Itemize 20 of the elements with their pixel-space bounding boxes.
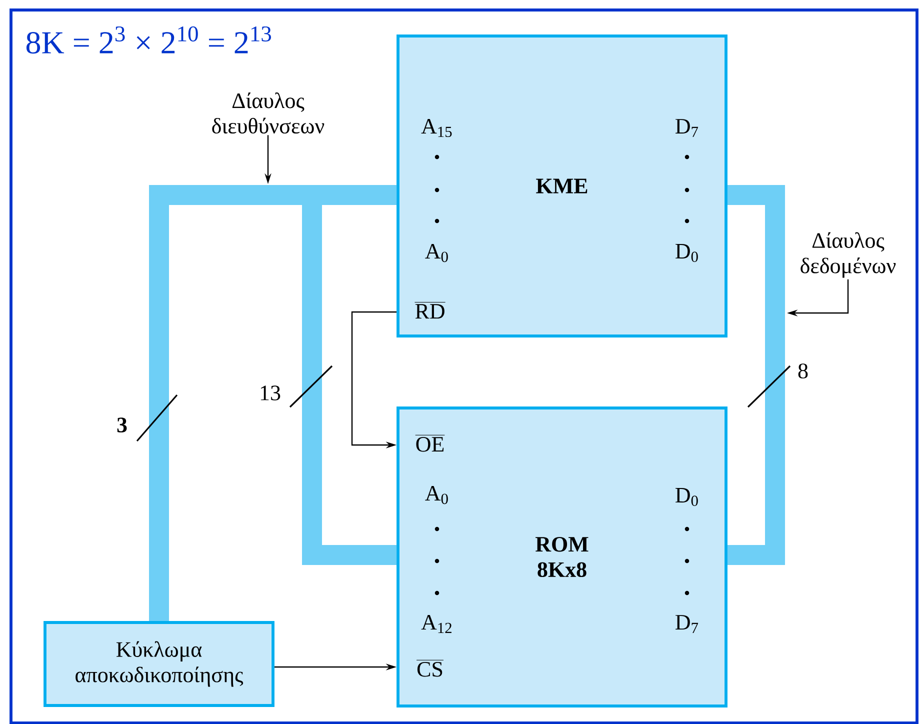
bus-label: Δίαυλος διευθύνσεων [212, 92, 324, 134]
title: 8K = 2$^{3}$ × 2$^{10}$ = 2$^{13}$ [26, 26, 271, 54]
pin-label: A$_{15}$ [421, 118, 452, 138]
pin-label: A$_{12}$ [421, 615, 452, 633]
pin-label: RD [414, 302, 446, 319]
pin-label: A$_{0}$ [425, 486, 448, 504]
pin-label: D$_{0}$ [676, 488, 698, 506]
address-bus [302, 185, 397, 565]
pin-label: D$_{7}$ [676, 615, 698, 633]
bus-label: Δίαυλος δεδομένων [800, 232, 896, 278]
edge-label: 8 [798, 364, 808, 378]
pin-label: D$_{0}$ [676, 244, 698, 262]
edge-label: 13 [260, 386, 280, 400]
edge-label: 3 [117, 418, 127, 432]
data-bus [727, 185, 785, 565]
pin-label: D$_{7}$ [676, 119, 698, 137]
decoder-box: Κύκλωμα αποκωδικοποίησης [44, 621, 274, 707]
pin-label: CS [416, 660, 444, 677]
pin-label: A$_{0}$ [425, 244, 448, 262]
pin-label: OE [415, 434, 445, 452]
